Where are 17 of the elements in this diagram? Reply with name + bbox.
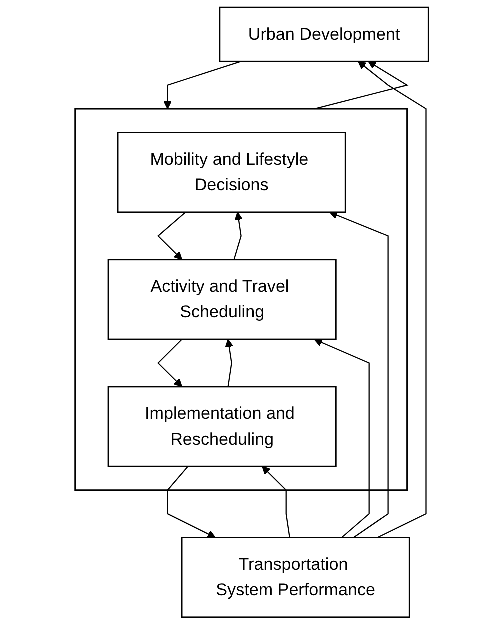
arrow [358,61,427,538]
node-box: Mobility and Lifestyle Decisions [117,132,346,214]
arrow [262,466,290,538]
arrow [330,211,389,538]
arrow [158,339,183,388]
node-box: Implementation and Rescheduling [108,386,337,468]
arrow [225,339,234,388]
arrow [314,61,409,110]
node-box: Activity and Travel Scheduling [108,259,337,340]
arrow [234,212,244,260]
node-box: Transportation System Performance [181,537,410,618]
arrow [157,212,186,260]
arrow [314,338,370,538]
cluster [74,108,408,492]
arrow [164,61,242,110]
arrow [167,466,216,538]
node-box: Urban Development [219,6,430,62]
